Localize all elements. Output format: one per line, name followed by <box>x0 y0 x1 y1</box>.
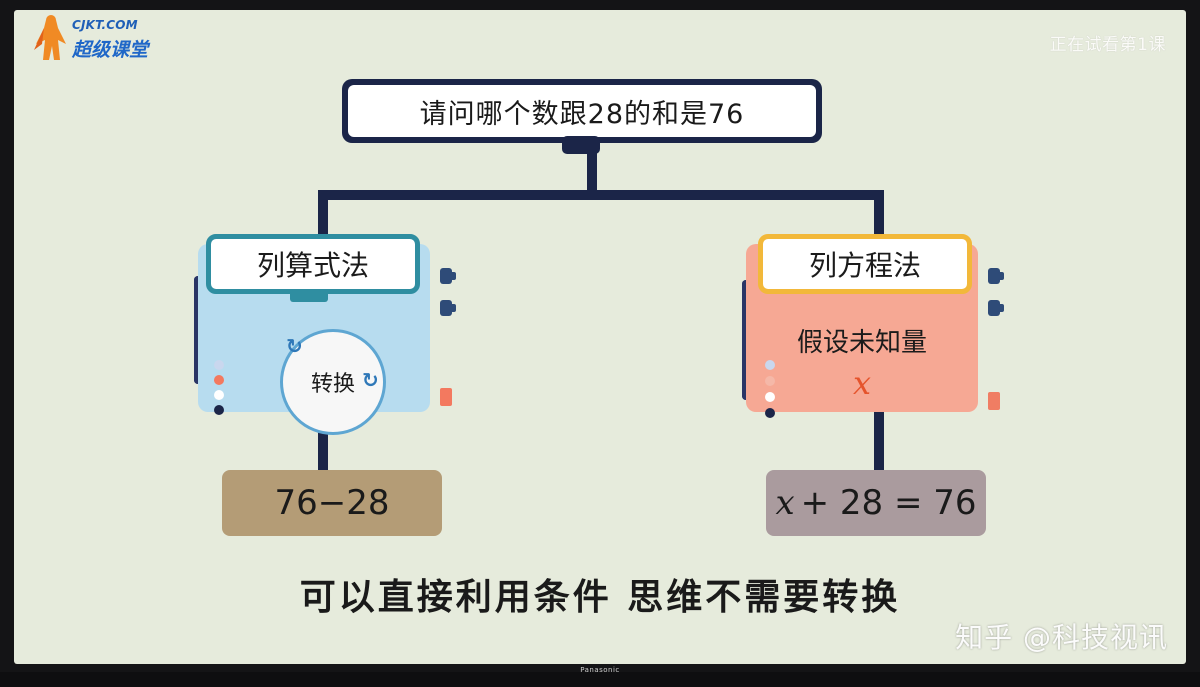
left-result-text: 76−28 <box>274 483 389 523</box>
equation-variable: x <box>775 483 794 523</box>
left-dot-1 <box>214 360 224 370</box>
connector-right-result <box>874 410 884 472</box>
left-dot-2 <box>214 375 224 385</box>
right-knob-top <box>988 268 1000 284</box>
subtitle-caption: 可以直接利用条件 思维不需要转换 <box>0 568 1200 620</box>
cycle-arrow-icon: ↻ <box>286 334 303 358</box>
left-title-notch <box>290 290 328 302</box>
convert-label: 转换 <box>311 366 355 398</box>
left-knob-bottom <box>440 300 452 316</box>
connector-right-drop <box>874 190 884 240</box>
assume-unknown-label: 假设未知量 <box>746 322 978 359</box>
left-method-title: 列算式法 <box>206 234 420 294</box>
unknown-variable: x <box>746 364 978 402</box>
tv-stand-shadow <box>0 672 1200 687</box>
connector-left-drop <box>318 190 328 240</box>
tv-brand-label: Panasonic <box>570 666 630 674</box>
right-method-title: 列方程法 <box>758 234 972 294</box>
right-result-box: x + 28 = 76 <box>766 470 986 536</box>
connector-horizontal <box>318 190 884 200</box>
right-side-tab <box>988 392 1000 410</box>
left-knob-top <box>440 268 452 284</box>
superhero-icon <box>32 14 70 62</box>
cycle-arrow-icon: ↻ <box>362 368 379 392</box>
logo-site: CJKT.COM <box>72 18 138 32</box>
equation-rest: + 28 = 76 <box>801 483 977 523</box>
left-dot-3 <box>214 390 224 400</box>
right-knob-bottom <box>988 300 1000 316</box>
logo-brand: 超级课堂 <box>72 35 148 62</box>
zhihu-watermark: 知乎 @科技视讯 <box>955 616 1168 656</box>
trial-label: 正在试看第1课 <box>1050 30 1166 55</box>
question-connector-tab <box>562 136 600 154</box>
right-dot-4 <box>765 408 775 418</box>
left-side-tab <box>440 388 452 406</box>
cjkt-logo: CJKT.COM 超级课堂 <box>32 14 182 66</box>
question-text: 请问哪个数跟28的和是76 <box>348 85 816 137</box>
left-dot-4 <box>214 405 224 415</box>
question-box: 请问哪个数跟28的和是76 <box>342 79 822 143</box>
left-result-box: 76−28 <box>222 470 442 536</box>
